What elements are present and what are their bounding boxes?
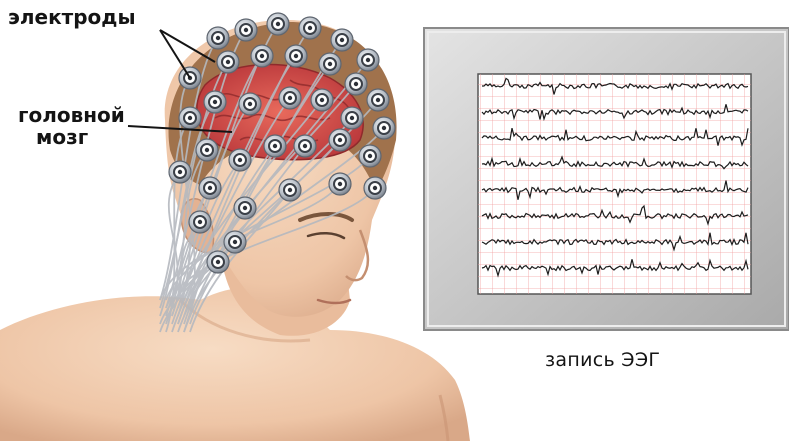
electrode [364,177,386,199]
electrodes-label: электроды [8,6,136,28]
brain-label-line2: мозг [18,126,125,148]
electrode [217,51,239,73]
electrode [345,73,367,95]
electrode [357,49,379,71]
eeg-monitor [424,28,789,330]
electrode [207,251,229,273]
pointer-electrodes-2 [160,30,190,78]
electrode [341,107,363,129]
electrode [319,53,341,75]
electrode [329,129,351,151]
electrode [359,145,381,167]
brain-label-line1: головной [18,104,125,126]
electrode [299,17,321,39]
electrode [207,27,229,49]
electrode [331,29,353,51]
electrode [311,89,333,111]
electrode [189,211,211,233]
electrode [329,173,351,195]
electrode [294,135,316,157]
electrode [279,179,301,201]
electrode [196,139,218,161]
electrode [234,197,256,219]
eeg-record-label: запись ЭЭГ [545,349,660,371]
electrode [251,45,273,67]
electrode [229,149,251,171]
electrode [224,231,246,253]
electrode [179,107,201,129]
electrode [239,93,261,115]
electrode [204,91,226,113]
electrode [367,89,389,111]
electrode [267,13,289,35]
electrode [264,135,286,157]
electrode [279,87,301,109]
electrode [235,19,257,41]
electrode [199,177,221,199]
brain-label: головной мозг [18,104,125,148]
electrode [373,117,395,139]
electrode [285,45,307,67]
electrode [169,161,191,183]
